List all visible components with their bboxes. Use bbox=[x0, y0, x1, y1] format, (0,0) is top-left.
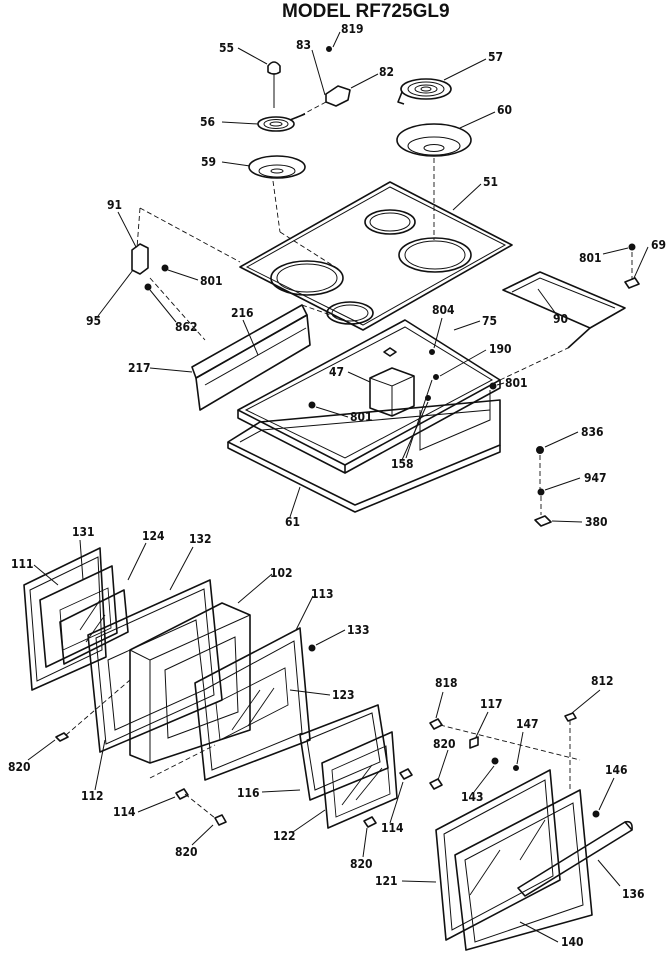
part-56-small-element bbox=[221, 113, 306, 132]
callout-82: 82 bbox=[379, 65, 394, 79]
callout-820-c: 820 bbox=[175, 845, 198, 859]
part-47-switch bbox=[347, 347, 415, 417]
part-60-large-drip-pan bbox=[396, 111, 496, 240]
callout-91: 91 bbox=[107, 198, 122, 212]
part-121-door-glass bbox=[401, 769, 561, 941]
part-61-bottom-pan bbox=[227, 390, 501, 518]
callout-380: 380 bbox=[585, 515, 608, 529]
callout-801-b: 801 bbox=[579, 251, 602, 265]
callout-116: 116 bbox=[237, 786, 260, 800]
callout-47: 47 bbox=[329, 365, 344, 379]
part-hinge-hardware bbox=[429, 689, 615, 818]
part-55-cap bbox=[237, 47, 281, 108]
part-124-glass bbox=[59, 542, 147, 665]
callout-57: 57 bbox=[488, 50, 503, 64]
part-116-vent-panel bbox=[261, 704, 389, 801]
callout-136: 136 bbox=[622, 887, 645, 901]
callout-947: 947 bbox=[584, 471, 607, 485]
callout-217: 217 bbox=[128, 361, 151, 375]
callout-862: 862 bbox=[175, 320, 198, 334]
part-114-and-820-right bbox=[362, 749, 449, 858]
part-111-outer-door bbox=[23, 547, 107, 691]
part-136-door-handle bbox=[517, 820, 633, 897]
callout-158: 158 bbox=[391, 457, 414, 471]
callout-819: 819 bbox=[341, 22, 364, 36]
callout-labels: 55 83 819 82 57 56 60 59 51 91 801 95 86… bbox=[8, 22, 666, 949]
callout-801-a: 801 bbox=[200, 274, 223, 288]
part-113-inner-door bbox=[194, 595, 331, 781]
part-131-glass bbox=[39, 539, 118, 668]
callout-801-c: 801 bbox=[505, 376, 528, 390]
callout-804: 804 bbox=[432, 303, 455, 317]
callout-132: 132 bbox=[189, 532, 212, 546]
callout-60: 60 bbox=[497, 103, 512, 117]
callout-61: 61 bbox=[285, 515, 300, 529]
callout-112: 112 bbox=[81, 789, 104, 803]
callout-820-b: 820 bbox=[433, 737, 456, 751]
callout-114-b: 114 bbox=[381, 821, 404, 835]
part-51-cooktop bbox=[239, 181, 513, 331]
callout-75: 75 bbox=[482, 314, 497, 328]
callout-190: 190 bbox=[489, 342, 512, 356]
part-380-hardware bbox=[534, 431, 583, 527]
callout-820-a: 820 bbox=[8, 760, 31, 774]
part-57-large-element bbox=[397, 58, 487, 105]
callout-820-d: 820 bbox=[350, 857, 373, 871]
callout-83: 83 bbox=[296, 38, 311, 52]
callout-59: 59 bbox=[201, 155, 216, 169]
part-75-burner-box bbox=[237, 319, 501, 474]
cooktop-assembly bbox=[97, 31, 649, 527]
callout-117: 117 bbox=[480, 697, 503, 711]
callout-121: 121 bbox=[375, 874, 398, 888]
part-133-screw bbox=[308, 629, 346, 652]
part-804-screws bbox=[308, 317, 505, 461]
callout-146: 146 bbox=[605, 763, 628, 777]
part-102-insulation bbox=[129, 573, 273, 764]
part-140-door-frame bbox=[454, 789, 593, 951]
callout-90: 90 bbox=[553, 312, 568, 326]
part-59-small-drip-pan bbox=[221, 155, 341, 271]
callout-114-a: 114 bbox=[113, 805, 136, 819]
callout-123: 123 bbox=[332, 688, 355, 702]
part-132-door-liner bbox=[87, 546, 223, 753]
callout-131: 131 bbox=[72, 525, 95, 539]
callout-55: 55 bbox=[219, 41, 234, 55]
callout-143: 143 bbox=[461, 790, 484, 804]
callout-140: 140 bbox=[561, 935, 584, 949]
callout-836: 836 bbox=[581, 425, 604, 439]
part-122-window-glass bbox=[292, 731, 398, 833]
callout-147: 147 bbox=[516, 717, 539, 731]
part-90-bracket bbox=[499, 243, 649, 381]
callout-95: 95 bbox=[86, 314, 101, 328]
part-217-front-trim bbox=[149, 304, 346, 411]
callout-111: 111 bbox=[11, 557, 34, 571]
callout-124: 124 bbox=[142, 529, 165, 543]
callout-69: 69 bbox=[651, 238, 666, 252]
part-820-screws-left bbox=[27, 679, 227, 846]
oven-door-assembly bbox=[23, 539, 615, 858]
callout-113: 113 bbox=[311, 587, 334, 601]
outer-door-assembly bbox=[401, 769, 633, 951]
part-91-bracket bbox=[97, 207, 241, 341]
callout-133: 133 bbox=[347, 623, 370, 637]
callout-812: 812 bbox=[591, 674, 614, 688]
callout-102: 102 bbox=[270, 566, 293, 580]
callout-56: 56 bbox=[200, 115, 215, 129]
callout-51: 51 bbox=[483, 175, 498, 189]
callout-818: 818 bbox=[435, 676, 458, 690]
model-title: MODEL RF725GL9 bbox=[282, 1, 450, 22]
callout-122: 122 bbox=[273, 829, 296, 843]
callout-216: 216 bbox=[231, 306, 254, 320]
